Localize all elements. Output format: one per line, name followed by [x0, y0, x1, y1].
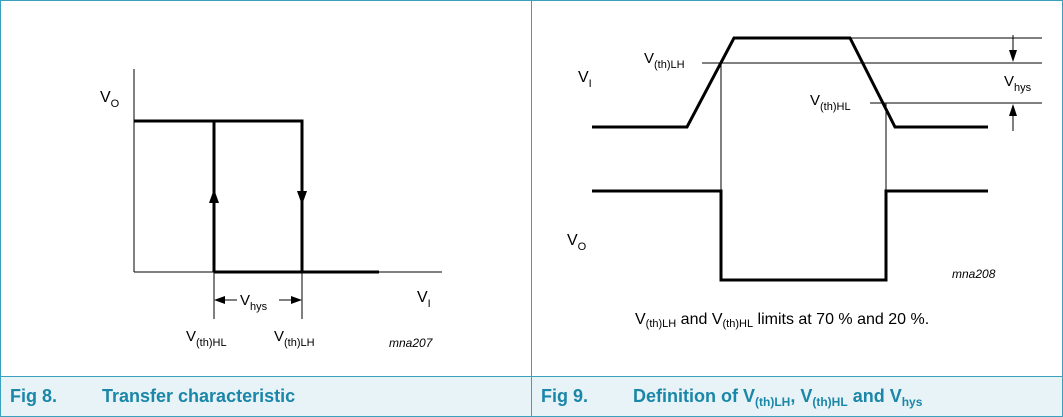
figure-9-panel: VI VO V(th)LH V(th)HL Vhys mna208 V(th)L…: [531, 0, 1063, 417]
threshold-definition-diagram: VI VO V(th)LH V(th)HL Vhys mna208: [567, 35, 1042, 282]
vth-hl-label: V(th)HL: [810, 92, 851, 113]
figure-8-caption: Fig 8. Transfer characteristic: [1, 376, 531, 416]
vo-axis-label: VO: [100, 89, 120, 110]
vi-waveform: [592, 36, 988, 129]
arrow-left-icon: [214, 296, 225, 304]
up-arrow-icon: [1009, 104, 1017, 116]
vi-axis-label: VI: [417, 289, 431, 310]
vth-lh-label: V(th)LH: [644, 50, 685, 71]
down-arrow-icon: [297, 191, 307, 205]
figure-number: Fig 9.: [541, 386, 589, 406]
vi-label: VI: [578, 69, 592, 90]
vo-waveform: [592, 189, 988, 282]
figure-8-panel: VO VI Vhys V(th)HL V(th)LH mna207 Fig 8.…: [0, 0, 532, 417]
figure-title: Transfer characteristic: [102, 386, 296, 406]
threshold-note: V(th)LH and V(th)HL limits at 70 % and 2…: [635, 311, 930, 330]
down-arrow-icon: [1009, 50, 1017, 62]
figure-9-caption: Fig 9. Definition of V(th)LH, V(th)HL and…: [532, 376, 1062, 416]
vth-lh-label: V(th)LH: [274, 328, 315, 349]
vhys-label: Vhys: [1004, 73, 1032, 94]
vo-label: VO: [567, 232, 587, 253]
figure-title: Definition of V(th)LH, V(th)HL and Vhys: [633, 386, 923, 409]
transfer-characteristic-diagram: VO VI Vhys V(th)HL V(th)LH mna207: [100, 69, 442, 350]
up-arrow-icon: [209, 189, 219, 203]
arrow-right-icon: [291, 296, 302, 304]
vhys-label: Vhys: [240, 292, 268, 313]
figure-id: mna208: [952, 267, 996, 281]
output-high-level: [134, 119, 304, 272]
vth-hl-label: V(th)HL: [186, 328, 227, 349]
figure-id: mna207: [389, 336, 434, 350]
figure-number: Fig 8.: [10, 386, 58, 406]
